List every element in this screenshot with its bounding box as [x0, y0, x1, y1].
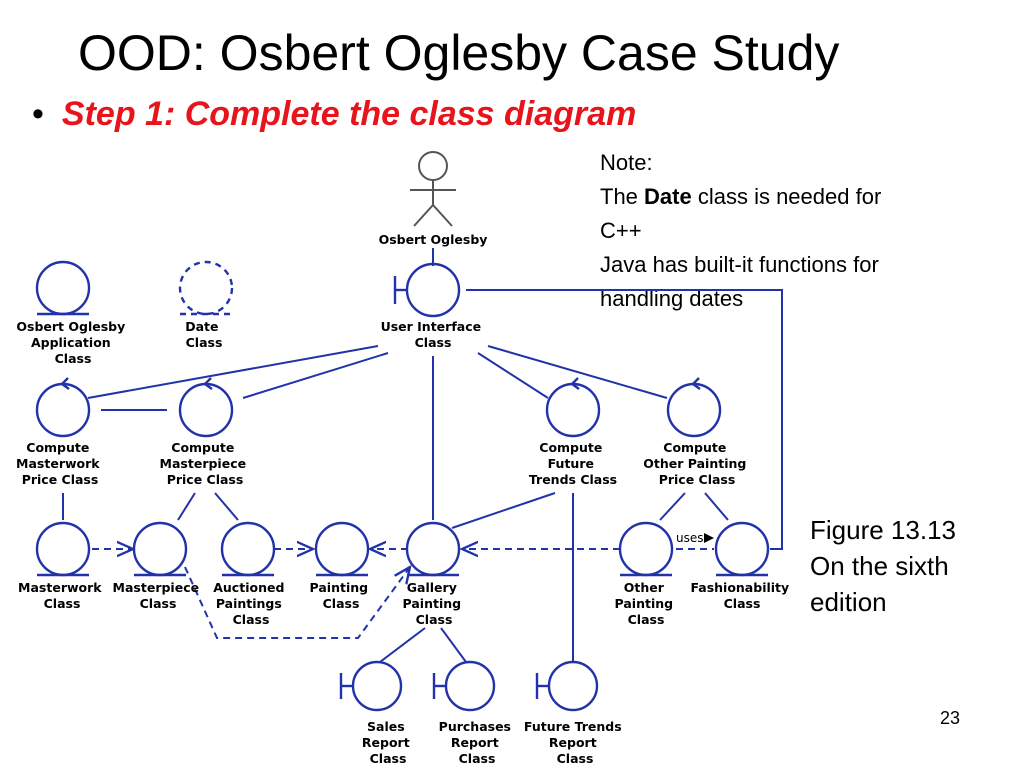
cft-class-label: Compute Future Trends Class	[529, 440, 617, 487]
figure-caption: Figure 13.13 On the sixth edition	[810, 512, 956, 620]
assoc-gallery-sales	[379, 627, 426, 663]
fashionability-class-label: Fashionability Class	[690, 580, 793, 611]
slide-title: OOD: Osbert Oglesby Case Study	[78, 25, 840, 81]
auctioned-class-label: Auctioned Paintings Class	[213, 580, 289, 627]
bullet-dot: •	[32, 95, 44, 133]
actor-label: Osbert Oglesby	[379, 232, 488, 247]
actor-head	[418, 151, 448, 181]
note-date-bold: Date	[644, 184, 692, 209]
note-line-2-prefix: The	[600, 184, 645, 209]
cft-control-icon	[545, 382, 601, 438]
actor-left-leg	[413, 204, 434, 227]
other-entity-icon	[618, 521, 674, 577]
masterwork-class-label: Masterwork Class	[18, 580, 106, 611]
painting-entity-icon	[314, 521, 370, 577]
gallery-entity-icon	[405, 521, 461, 577]
caption-line-3: edition	[810, 587, 887, 617]
note-line-2-suffix: class is needed for	[691, 184, 882, 209]
cmw-control-arrow	[60, 377, 70, 390]
date-class-label: Date Class	[185, 319, 223, 350]
purchases-report-class-label: Purchases Report Class	[439, 719, 516, 766]
date-class-entity-icon	[178, 260, 234, 316]
actor-osbert-oglesby	[410, 151, 456, 227]
cmp-class-label: Compute Masterpiece Price Class	[160, 440, 251, 487]
cop-control-icon	[666, 382, 722, 438]
masterwork-entity-icon	[35, 521, 91, 577]
other-painting-class-label: Other Painting Class	[615, 580, 678, 627]
app-class-entity-icon	[35, 260, 91, 316]
cmp-control-icon	[178, 382, 234, 438]
associations	[62, 248, 783, 663]
assoc-ui-compute-masterwork	[87, 345, 379, 399]
cop-class-label: Compute Other Painting Price Class	[643, 440, 750, 487]
bullet-step-1: • Step 1: Complete the class diagram	[32, 92, 636, 136]
actor-right-leg	[432, 204, 453, 227]
note-line-4: Java has built-it functions for	[600, 252, 879, 277]
cmp-control-arrow	[203, 377, 213, 390]
note-line-2: The Date class is needed for	[600, 180, 881, 214]
assoc-cmp-auctioned	[214, 492, 239, 521]
masterpiece-class-label: Masterpiece Class	[113, 580, 204, 611]
bullet-text: Step 1: Complete the class diagram	[61, 95, 637, 133]
cmw-class-label: Compute Masterwork Price Class	[16, 440, 104, 487]
assoc-cop-other	[659, 492, 686, 521]
ui-class-boundary-icon	[405, 262, 461, 318]
cmw-control-icon	[35, 382, 91, 438]
caption-line-1: Figure 13.13	[810, 515, 956, 545]
class-symbols	[35, 260, 770, 712]
page-number: 23	[940, 708, 961, 728]
assoc-cop-fashion	[704, 492, 729, 521]
assoc-ui-compute-other	[487, 345, 668, 399]
future-report-boundary-icon	[547, 660, 599, 712]
ui-class-label: User Interface Class	[381, 319, 486, 350]
masterpiece-entity-icon	[132, 521, 188, 577]
auctioned-entity-icon	[220, 521, 276, 577]
fashion-entity-icon	[714, 521, 770, 577]
assoc-cmp-masterpiece	[177, 492, 196, 521]
sales-report-boundary-icon	[351, 660, 403, 712]
uses-label: uses	[676, 531, 704, 545]
note-line-3: C++	[600, 218, 642, 243]
purchases-report-boundary-icon	[444, 660, 496, 712]
assoc-ui-fashionability	[466, 289, 783, 550]
note-line-1: Note:	[600, 150, 653, 175]
sales-report-class-label: Sales Report Class	[362, 719, 414, 766]
assoc-cft-gallery	[451, 492, 556, 529]
assoc-gallery-purchases	[440, 627, 467, 663]
painting-class-label: Painting Class	[310, 580, 373, 611]
app-class-label: Osbert Oglesby Application Class	[16, 319, 129, 366]
gen-masterpiece-gallery	[184, 567, 410, 639]
inheritance-links	[92, 549, 620, 639]
caption-line-2: On the sixth	[810, 551, 949, 581]
cft-control-arrow	[570, 377, 580, 390]
assoc-ui-compute-masterpiece	[242, 352, 389, 399]
gallery-class-label: Gallery Painting Class	[403, 580, 466, 627]
uses-arrow-icon	[704, 533, 714, 543]
cop-control-arrow	[691, 377, 701, 390]
assoc-ui-compute-future	[477, 352, 549, 399]
future-trends-report-class-label: Future Trends Report Class	[524, 719, 626, 766]
